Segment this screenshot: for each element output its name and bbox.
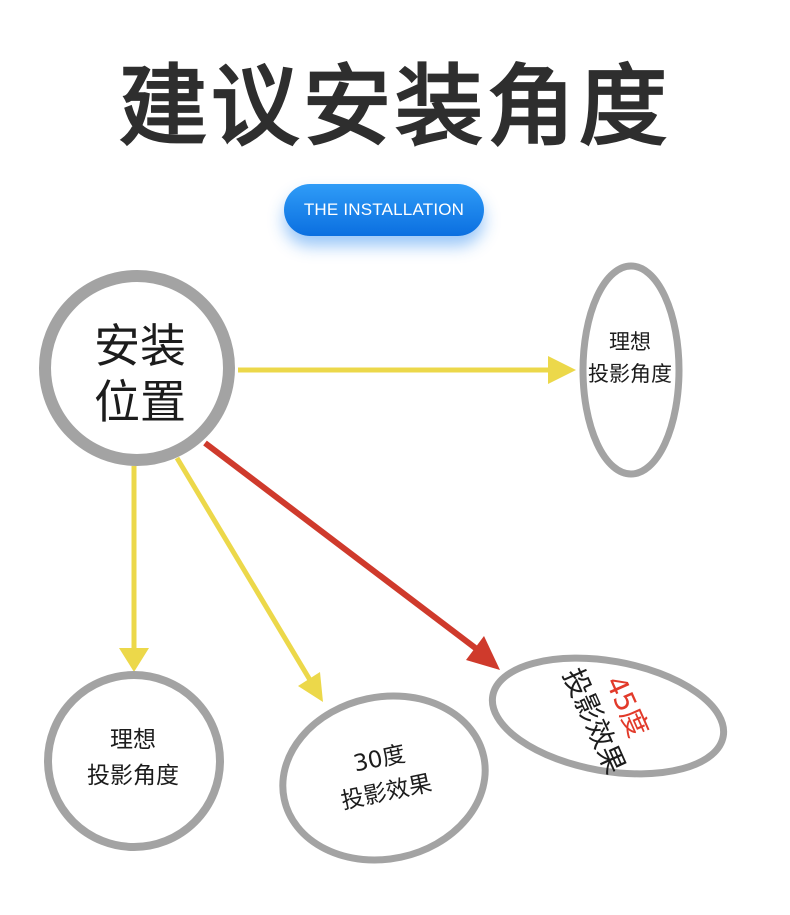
node-main-circle [39, 270, 235, 466]
edge-main-to-right [238, 356, 576, 384]
installation-badge: THE INSTALLATION [284, 184, 484, 236]
node-right-ellipse [579, 262, 683, 478]
node-bottom-left-label: 理想 投影角度 [87, 727, 179, 789]
page-title: 建议安装角度 [118, 55, 671, 158]
edge-main-to-bottom-left [119, 466, 149, 672]
edge-main-to-bottom-right [203, 440, 500, 670]
node-bottom-right-ellipse [488, 654, 728, 778]
node-bottom-left-circle [44, 671, 224, 851]
node-right-label: 理想 投影角度 [588, 330, 672, 386]
node-bottom-middle-ellipse [279, 692, 489, 864]
edge-main-to-bottom-middle [174, 456, 323, 702]
node-main-label: 安装 位置 [94, 319, 186, 429]
